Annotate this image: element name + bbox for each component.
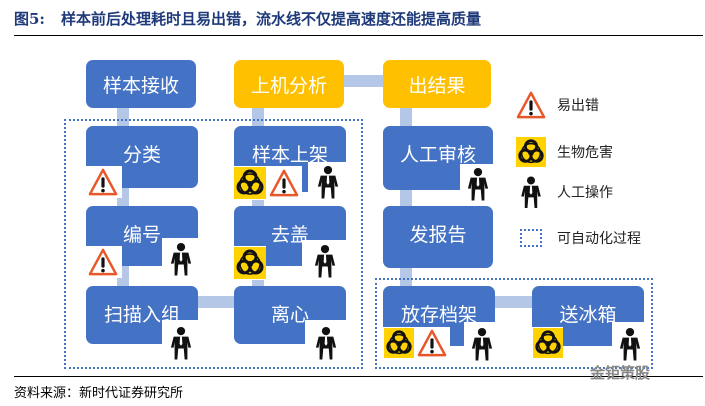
legend-biohazard-label: 生物危害 (557, 145, 613, 161)
figure-number: 图5: (14, 10, 45, 28)
connector (493, 296, 534, 308)
bottom-rule (14, 376, 703, 377)
step-scan-group: 扫描入组 (86, 286, 198, 344)
legend-manual: 人工操作 (515, 176, 613, 208)
person-icon (515, 176, 547, 208)
figure-caption: 样本前后处理耗时且易出错，流水线不仅提高速度还能提高质量 (60, 10, 481, 28)
person-icon (305, 320, 347, 366)
person-icon (162, 238, 200, 280)
automatable-region-post (375, 278, 653, 369)
person-icon (308, 162, 348, 202)
step-sort: 分类 (86, 126, 198, 188)
connector (196, 296, 236, 308)
figure-title: 图5: 样本前后处理耗时且易出错，流水线不仅提高速度还能提高质量 (14, 8, 481, 29)
source-note: 资料来源：新时代证券研究所 (14, 386, 184, 401)
connector (400, 188, 412, 208)
person-icon (464, 322, 500, 366)
legend-auto: 可自动化过程 (515, 222, 641, 254)
connector (400, 106, 412, 128)
connector (117, 106, 129, 128)
biohazard-icon (383, 327, 414, 359)
warning-icon (84, 166, 122, 198)
biohazard-icon (233, 166, 266, 200)
automatable-region-pre (64, 119, 363, 369)
connector (252, 106, 264, 128)
dotted-square-icon (515, 222, 547, 254)
biohazard-icon (532, 327, 563, 359)
legend-manual-label: 人工操作 (557, 185, 613, 201)
connector (400, 266, 412, 288)
connector (343, 75, 385, 87)
warning-icon (84, 246, 122, 278)
legend-error-label: 易出错 (557, 98, 599, 114)
legend-biohazard: 生物危害 (515, 136, 613, 168)
step-machine-analysis: 上机分析 (234, 60, 344, 108)
person-icon (302, 240, 348, 282)
person-icon (460, 164, 496, 204)
person-icon (162, 320, 200, 366)
title-rule (14, 35, 703, 36)
step-report: 发报告 (383, 206, 493, 268)
step-result: 出结果 (383, 60, 491, 108)
legend-error: 易出错 (515, 89, 599, 121)
warning-icon (515, 89, 547, 121)
biohazard-icon (515, 136, 547, 168)
warning-icon (266, 166, 302, 200)
biohazard-icon (233, 246, 266, 280)
warning-icon (414, 327, 450, 359)
watermark: 金钜策股 (590, 364, 651, 382)
legend-auto-label: 可自动化过程 (557, 231, 641, 247)
step-sample-receive: 样本接收 (86, 60, 196, 108)
person-icon (612, 322, 648, 366)
step-manual-review: 人工审核 (383, 126, 493, 190)
